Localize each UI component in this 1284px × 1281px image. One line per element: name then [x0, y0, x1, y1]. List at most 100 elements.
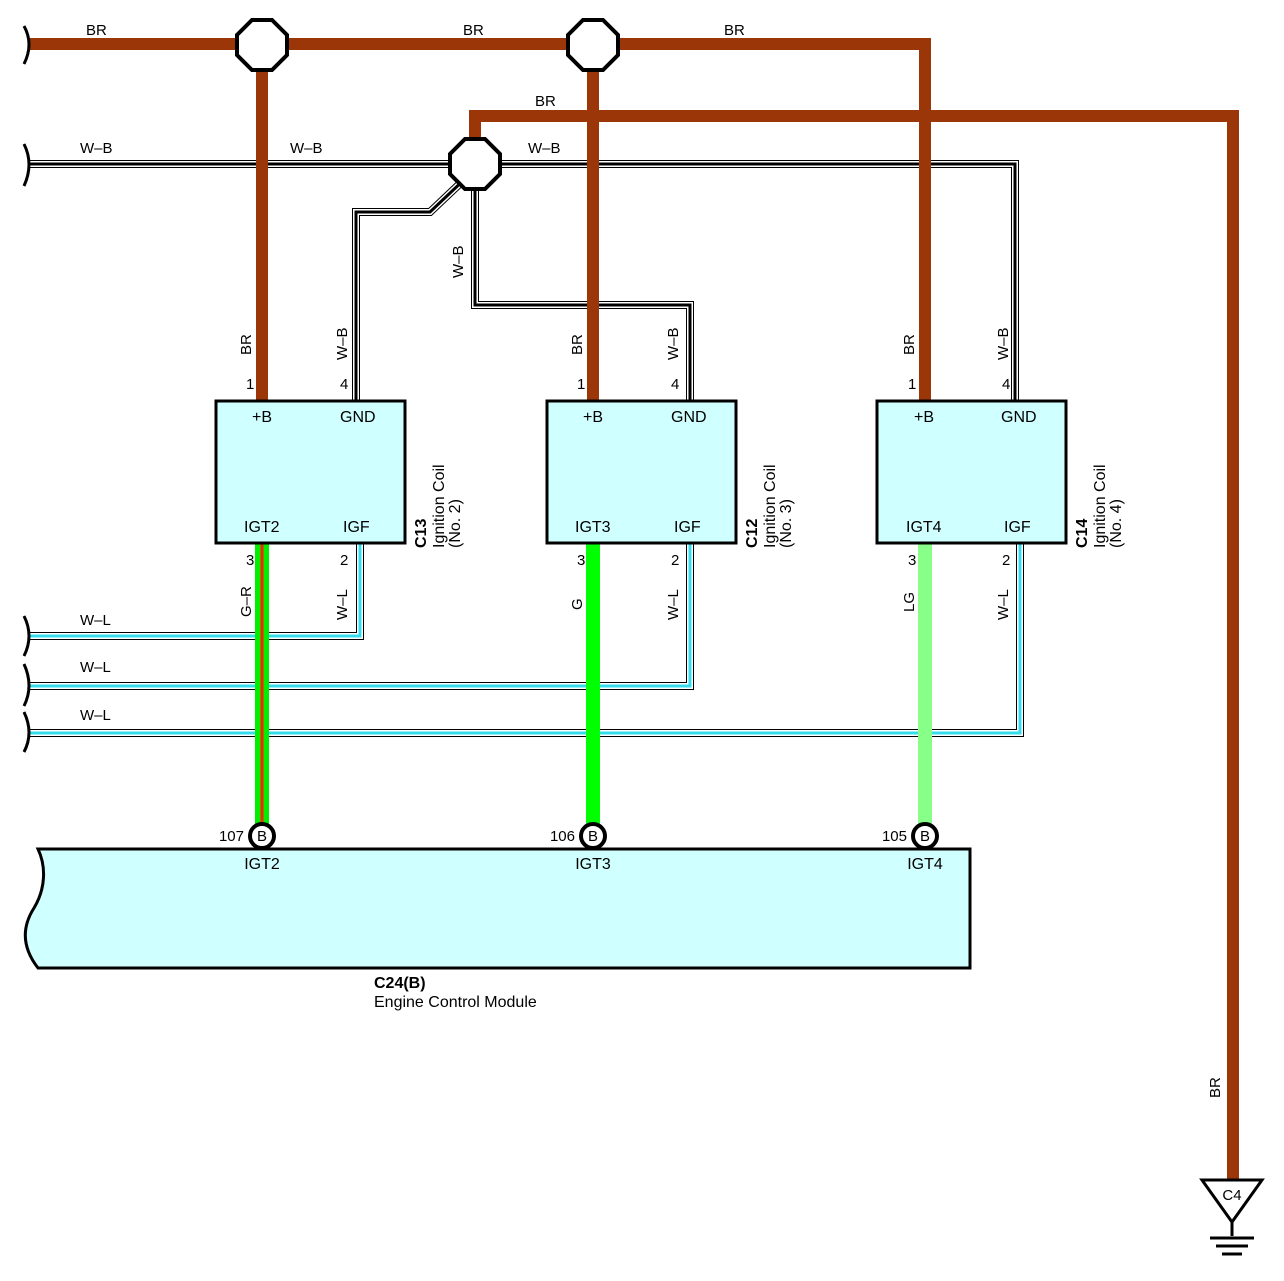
- coil1-name-line2: (No. 2): [447, 499, 464, 548]
- ecm-name: Engine Control Module: [374, 994, 537, 1011]
- ecm-terminal-marker: [248, 822, 276, 850]
- splice-1: [235, 18, 289, 72]
- coil3-wire-gnd: W–B: [995, 327, 1012, 360]
- engine-control-module: B 107 IGT2 B 106 IGT3 B 105 IGT4 C24(B) …: [23, 822, 972, 1011]
- wire-label-wl-3: W–L: [80, 707, 111, 724]
- coil2-box: [545, 399, 738, 545]
- ecm-terminal-marker: [911, 822, 939, 850]
- wire-label-wl-1: W–L: [80, 612, 111, 629]
- coil1-name-line1: Ignition Coil: [431, 464, 448, 548]
- coil1-wire-igf: W–L: [334, 589, 351, 620]
- ecm-terminal-106: B 106 IGT3: [550, 822, 611, 873]
- wire-label-br-1: BR: [86, 22, 107, 39]
- ignition-coil-no3: BR W–B 1 4 +B GND IGT3 IGF 3 2 G W–L C12…: [545, 327, 795, 620]
- ground-label: C4: [1222, 1187, 1241, 1204]
- wire-break-marks: [22, 25, 31, 753]
- coil3-connector: C14: [1074, 519, 1091, 548]
- wire-label-br-2: BR: [463, 22, 484, 39]
- ignition-coil-no2: BR W–B 1 4 +B GND IGT2 IGF 3 2 G–R W–L C…: [214, 327, 464, 620]
- coil1-pin-b: +B: [252, 409, 272, 426]
- wire-label-wb-2: W–B: [290, 140, 323, 157]
- coil1-pin-gnd: GND: [340, 409, 376, 426]
- ecm-terminal-letter: B: [920, 828, 930, 845]
- ecm-terminal-signal: IGT4: [907, 856, 943, 873]
- wire-label-wb-3: W–B: [528, 140, 561, 157]
- coil3-name-line1: Ignition Coil: [1092, 464, 1109, 548]
- wb-wires: [28, 160, 1019, 400]
- coil3-pin-igf: IGF: [1004, 519, 1031, 536]
- coil2-pin-igt-num: 3: [577, 552, 585, 569]
- ecm-terminal-105: B 105 IGT4: [882, 822, 943, 873]
- br-wires: [28, 38, 1239, 1180]
- coil2-name-line2: (No. 3): [778, 499, 795, 548]
- coil3-pin-gnd: GND: [1001, 409, 1037, 426]
- coil2-pin-igf-num: 2: [671, 552, 679, 569]
- wire-label-br-3: BR: [724, 22, 745, 39]
- wire-labels: BR BR BR BR W–B W–B W–B W–B W–L W–L W–L …: [80, 22, 1224, 1098]
- coil1-connector: C13: [413, 519, 430, 548]
- ecm-terminal-marker: [579, 822, 607, 850]
- wire-label-wb-1: W–B: [80, 140, 113, 157]
- coil2-pin-b: +B: [583, 409, 603, 426]
- coil3-pin-gnd-num: 4: [1002, 376, 1010, 393]
- wl-wires: [28, 544, 1024, 737]
- ecm-terminal-signal: IGT3: [575, 856, 611, 873]
- coil3-name-line2: (No. 4): [1108, 499, 1125, 548]
- ecm-terminal-letter: B: [588, 828, 598, 845]
- ecm-terminal-num: 107: [219, 828, 244, 845]
- ground-triangle: [1199, 1178, 1265, 1225]
- coil3-pin-igt-num: 3: [908, 552, 916, 569]
- coil1-box: [214, 399, 407, 545]
- wire-label-wl-2: W–L: [80, 659, 111, 676]
- coil1-wire-b: BR: [238, 334, 255, 355]
- coil1-pin-igf: IGF: [343, 519, 370, 536]
- coil2-wire-b: BR: [569, 334, 586, 355]
- coil1-wire-gnd: W–B: [334, 327, 351, 360]
- ignition-coil-no4: BR W–B 1 4 +B GND IGT4 IGF 3 2 LG W–L C1…: [875, 327, 1125, 620]
- coil2-wire-igt: G: [569, 598, 586, 610]
- coil3-pin-b-num: 1: [908, 376, 916, 393]
- coil1-pin-gnd-num: 4: [340, 376, 348, 393]
- coil3-wire-b: BR: [901, 334, 918, 355]
- coil2-pin-gnd-num: 4: [671, 376, 679, 393]
- ecm-connector: C24(B): [374, 975, 426, 992]
- coil1-pin-igf-num: 2: [340, 552, 348, 569]
- coil3-wire-igf: W–L: [995, 589, 1012, 620]
- coil2-pin-gnd: GND: [671, 409, 707, 426]
- ecm-terminal-signal: IGT2: [244, 856, 280, 873]
- wb-branch-coil2: [471, 185, 694, 400]
- coil2-pin-igf: IGF: [674, 519, 701, 536]
- coil2-name-line1: Ignition Coil: [762, 464, 779, 548]
- wire-label-wb-vertical: W–B: [450, 245, 467, 278]
- splice-3: [448, 137, 502, 191]
- ecm-terminal-107: B 107 IGT2: [219, 822, 280, 873]
- splice-2: [566, 18, 620, 72]
- splice-points: [235, 18, 620, 191]
- ground-symbol-icon: [1210, 1222, 1254, 1256]
- coil2-wire-igf: W–L: [665, 589, 682, 620]
- igt-wires: [255, 544, 932, 826]
- wl-wire-row1: [28, 544, 364, 640]
- ecm-terminal-num: 106: [550, 828, 575, 845]
- wire-label-br-ground: BR: [1207, 1077, 1224, 1098]
- coil3-pin-igt: IGT4: [906, 519, 942, 536]
- coil2-connector: C12: [744, 519, 761, 548]
- coil2-pin-b-num: 1: [577, 376, 585, 393]
- coil2-pin-igt: IGT3: [575, 519, 611, 536]
- coil2-wire-gnd: W–B: [665, 327, 682, 360]
- ecm-terminal-num: 105: [882, 828, 907, 845]
- coil1-pin-igt: IGT2: [244, 519, 280, 536]
- ground-point-c4: C4: [1199, 1178, 1265, 1256]
- wire-label-br-4: BR: [535, 93, 556, 110]
- coil3-pin-b: +B: [914, 409, 934, 426]
- coil1-pin-b-num: 1: [246, 376, 254, 393]
- wb-bus: [28, 160, 1019, 400]
- coil1-wire-igt: G–R: [238, 586, 255, 617]
- coil3-wire-igt: LG: [901, 592, 918, 612]
- coil1-pin-igt-num: 3: [246, 552, 254, 569]
- br-top-bus: [28, 38, 931, 400]
- coil3-pin-igf-num: 2: [1002, 552, 1010, 569]
- coil3-box: [875, 399, 1068, 545]
